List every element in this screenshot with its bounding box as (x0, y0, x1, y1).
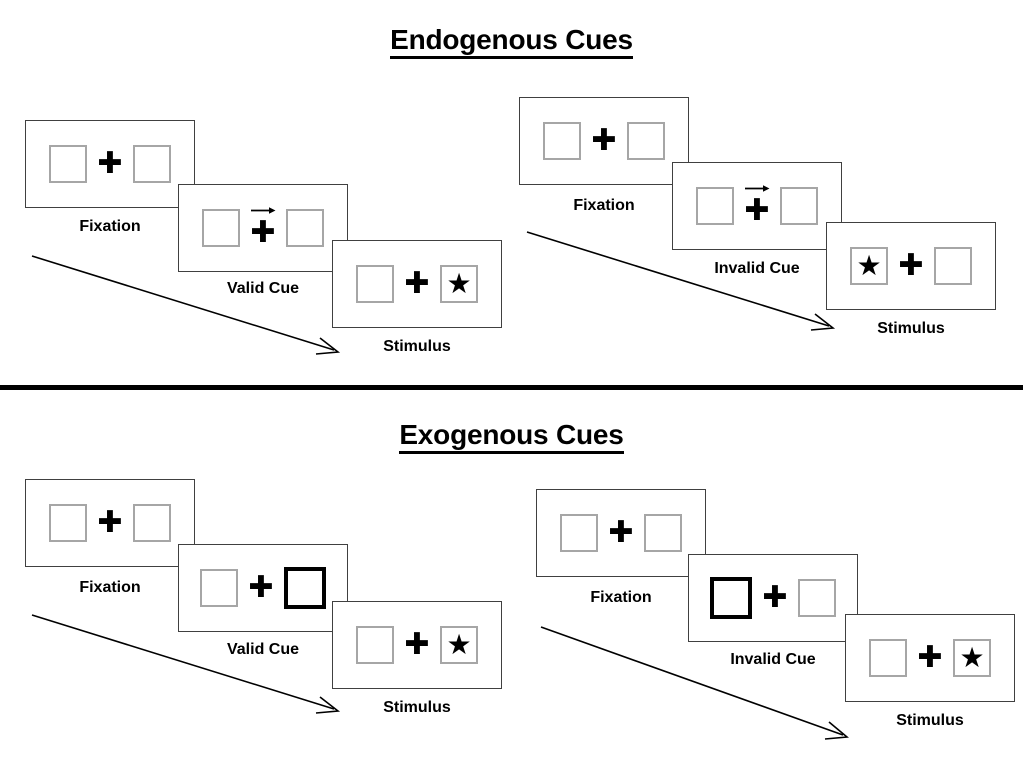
panel-caption-endogenous-valid-fixation: Fixation (79, 218, 141, 235)
cue-box-left-highlighted[interactable] (710, 577, 752, 619)
panel-content: ✚ (689, 555, 857, 641)
panel-caption-exogenous-valid-cue: Valid Cue (226, 641, 300, 658)
cue-box-right[interactable]: ★ (953, 639, 991, 677)
panel-endogenous-invalid-stimulus[interactable]: ★ ✚ (826, 222, 996, 310)
panel-content: ✚ (26, 480, 194, 566)
section-title-exogenous: Exogenous Cues (0, 419, 1023, 454)
cue-box-left[interactable] (869, 639, 907, 677)
panel-caption-endogenous-invalid-cue: Invalid Cue (714, 260, 800, 277)
cue-box-right[interactable] (644, 514, 682, 552)
fixation-cross-icon: ✚ (97, 505, 123, 540)
panel-content: ✚ (26, 121, 194, 207)
cue-box-left[interactable] (200, 569, 238, 607)
center-slot: ✚ (87, 141, 133, 187)
center-slot: ✚ (598, 510, 644, 556)
fixation-cross-icon: ✚ (404, 266, 430, 301)
panel-endogenous-valid-fixation[interactable]: ✚ (25, 120, 195, 208)
cue-box-right[interactable]: ★ (440, 265, 478, 303)
cue-box-right[interactable] (133, 504, 171, 542)
panel-caption-endogenous-valid-cue: Valid Cue (226, 280, 300, 297)
center-slot: ✚ (734, 183, 780, 229)
panel-content: ★ ✚ (827, 223, 995, 309)
arrow-right-icon (251, 207, 276, 214)
arrow-right-icon (745, 185, 770, 192)
center-slot: ✚ (394, 261, 440, 307)
panel-content: ✚ (520, 98, 688, 184)
section-exogenous: Exogenous Cues ✚ Fixation ✚ Valid Cue (0, 393, 1023, 767)
cue-box-right[interactable] (798, 579, 836, 617)
target-star-icon: ★ (446, 267, 472, 300)
panel-exogenous-valid-stimulus[interactable]: ✚ ★ (332, 601, 502, 689)
cue-box-right[interactable] (780, 187, 818, 225)
panel-caption-exogenous-valid-fixation: Fixation (79, 579, 141, 596)
cue-box-left[interactable] (202, 209, 240, 247)
cue-box-right[interactable] (286, 209, 324, 247)
cue-box-left[interactable] (356, 265, 394, 303)
target-star-icon: ★ (856, 249, 882, 282)
section-title-endogenous-text: Endogenous Cues (390, 24, 633, 59)
cue-box-right[interactable] (934, 247, 972, 285)
cue-box-left[interactable]: ★ (850, 247, 888, 285)
panel-content: ✚ ★ (333, 602, 501, 688)
section-divider (0, 385, 1023, 390)
panel-endogenous-invalid-cue[interactable]: ✚ (672, 162, 842, 250)
panel-exogenous-invalid-cue[interactable]: ✚ (688, 554, 858, 642)
cue-box-left[interactable] (543, 122, 581, 160)
panel-caption-exogenous-invalid-cue: Invalid Cue (730, 651, 816, 668)
center-slot: ✚ (907, 635, 953, 681)
center-slot: ✚ (238, 565, 284, 611)
cue-box-right[interactable]: ★ (440, 626, 478, 664)
panel-content: ✚ ★ (333, 241, 501, 327)
panel-endogenous-valid-cue[interactable]: ✚ (178, 184, 348, 272)
center-slot: ✚ (87, 500, 133, 546)
panel-exogenous-invalid-fixation[interactable]: ✚ (536, 489, 706, 577)
panel-endogenous-invalid-fixation[interactable]: ✚ (519, 97, 689, 185)
center-slot: ✚ (394, 622, 440, 668)
panel-content: ✚ (673, 163, 841, 249)
center-slot: ✚ (752, 575, 798, 621)
panel-caption-exogenous-invalid-stimulus: Stimulus (896, 712, 964, 729)
cue-box-left[interactable] (49, 504, 87, 542)
cue-box-left[interactable] (696, 187, 734, 225)
section-title-exogenous-text: Exogenous Cues (399, 419, 624, 454)
panel-caption-exogenous-valid-stimulus: Stimulus (383, 699, 451, 716)
fixation-cross-icon: ✚ (762, 580, 788, 615)
panel-content: ✚ (179, 545, 347, 631)
section-title-endogenous: Endogenous Cues (0, 24, 1023, 59)
panel-content: ✚ ★ (846, 615, 1014, 701)
fixation-cross-icon: ✚ (250, 214, 276, 250)
panel-exogenous-invalid-stimulus[interactable]: ✚ ★ (845, 614, 1015, 702)
cue-box-left[interactable] (49, 145, 87, 183)
target-star-icon: ★ (446, 628, 472, 661)
panel-exogenous-valid-cue[interactable]: ✚ (178, 544, 348, 632)
cue-box-right[interactable] (627, 122, 665, 160)
cue-box-left[interactable] (560, 514, 598, 552)
center-slot: ✚ (240, 205, 286, 251)
cue-box-left[interactable] (356, 626, 394, 664)
panel-caption-endogenous-invalid-stimulus: Stimulus (877, 320, 945, 337)
section-endogenous: Endogenous Cues ✚ Fixation ✚ (0, 24, 1023, 355)
fixation-cross-icon: ✚ (917, 640, 943, 675)
fixation-cross-icon: ✚ (744, 192, 770, 228)
target-star-icon: ★ (959, 641, 985, 674)
panel-exogenous-valid-fixation[interactable]: ✚ (25, 479, 195, 567)
panel-caption-endogenous-valid-stimulus: Stimulus (383, 338, 451, 355)
cue-box-right[interactable] (133, 145, 171, 183)
fixation-cross-icon: ✚ (608, 515, 634, 550)
panel-endogenous-valid-stimulus[interactable]: ✚ ★ (332, 240, 502, 328)
center-slot: ✚ (581, 118, 627, 164)
fixation-cross-icon: ✚ (248, 570, 274, 605)
panel-caption-endogenous-invalid-fixation: Fixation (573, 197, 635, 214)
fixation-cross-icon: ✚ (404, 627, 430, 662)
center-slot: ✚ (888, 243, 934, 289)
panel-caption-exogenous-invalid-fixation: Fixation (590, 589, 652, 606)
fixation-cross-icon: ✚ (97, 146, 123, 181)
panel-content: ✚ (537, 490, 705, 576)
panel-content: ✚ (179, 185, 347, 271)
fixation-cross-icon: ✚ (591, 123, 617, 158)
fixation-cross-icon: ✚ (898, 248, 924, 283)
cue-box-right-highlighted[interactable] (284, 567, 326, 609)
